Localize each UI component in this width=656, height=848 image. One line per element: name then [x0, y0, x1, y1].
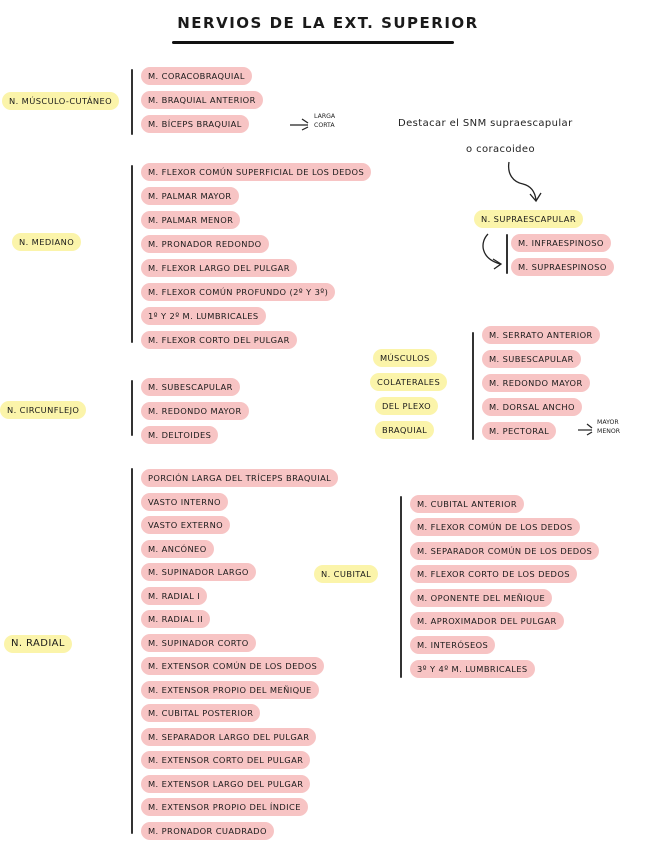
muscle-item: M. PRONADOR CUADRADO	[141, 822, 274, 840]
muscle-item: M. SUPRAESPINOSO	[511, 258, 614, 276]
note-line-1: Destacar el SNM supraescapular	[398, 118, 573, 129]
muscle-item: M. RADIAL II	[141, 610, 211, 628]
muscle-item: M. OPONENTE DEL MEÑIQUE	[410, 589, 553, 607]
note-arrow-icon	[507, 161, 542, 203]
muscle-item: M. INFRAESPINOSO	[511, 234, 611, 252]
biceps-head-short: CORTA	[314, 122, 335, 129]
muscle-item: M. SUBESCAPULAR	[141, 378, 240, 396]
nerve-cubital: N. CUBITAL	[314, 565, 379, 583]
muscle-item: M. ANCÓNEO	[141, 540, 214, 558]
muscle-item: M. BRAQUIAL ANTERIOR	[141, 91, 263, 109]
muscle-item: PORCIÓN LARGA DEL TRÍCEPS BRAQUIAL	[141, 469, 339, 487]
page-title: NERVIOS DE LA EXT. SUPERIOR	[177, 14, 479, 32]
muscle-item: M. EXTENSOR PROPIO DEL ÍNDICE	[141, 798, 308, 816]
muscle-item: 1º Y 2º M. LUMBRICALES	[141, 307, 266, 325]
split-arrow-icon	[290, 118, 309, 131]
muscle-item: M. PALMAR MENOR	[141, 211, 241, 229]
muscle-item: M. REDONDO MAYOR	[141, 402, 249, 420]
nerve-radial: N. RADIAL	[4, 635, 72, 653]
muscle-item: M. EXTENSOR CORTO DEL PULGAR	[141, 751, 311, 769]
nerve-musculocutaneo: N. MÚSCULO-CUTÁNEO	[2, 92, 120, 110]
muscle-item: M. FLEXOR COMÚN DE LOS DEDOS	[410, 518, 580, 536]
muscle-item: VASTO EXTERNO	[141, 516, 231, 534]
muscle-item: M. CUBITAL ANTERIOR	[410, 495, 525, 513]
muscle-item: M. APROXIMADOR DEL PULGAR	[410, 612, 564, 630]
nerve-supraescapular: N. SUPRAESCAPULAR	[474, 210, 584, 228]
colaterales-label-line: MÚSCULOS	[373, 349, 437, 367]
muscle-item: M. SEPARADOR LARGO DEL PULGAR	[141, 728, 317, 746]
muscle-item: M. SUPINADOR CORTO	[141, 634, 256, 652]
muscle-item: M. EXTENSOR COMÚN DE LOS DEDOS	[141, 657, 325, 675]
biceps-head-long: LARGA	[314, 113, 336, 120]
split-arrow-icon	[578, 423, 593, 436]
muscle-item: M. SUBESCAPULAR	[482, 350, 581, 368]
muscle-item: M. FLEXOR COMÚN PROFUNDO (2º Y 3º)	[141, 283, 336, 301]
bracket-circunflejo	[131, 380, 133, 436]
muscle-item: M. EXTENSOR LARGO DEL PULGAR	[141, 775, 311, 793]
nerve-circunflejo: N. CIRCUNFLEJO	[0, 401, 87, 419]
muscle-item: M. FLEXOR COMÚN SUPERFICIAL DE LOS DEDOS	[141, 163, 372, 181]
muscle-item: M. DELTOIDES	[141, 426, 219, 444]
muscle-item: M. CORACOBRAQUIAL	[141, 67, 252, 85]
nerve-mediano: N. MEDIANO	[12, 233, 82, 251]
muscle-item: M. INTERÓSEOS	[410, 636, 496, 654]
muscle-item: M. PALMAR MAYOR	[141, 187, 239, 205]
bracket-cubital	[400, 496, 402, 678]
bracket-mediano	[131, 165, 133, 343]
muscle-item: M. SERRATO ANTERIOR	[482, 326, 600, 344]
muscle-item: M. SEPARADOR COMÚN DE LOS DEDOS	[410, 542, 600, 560]
muscle-item: M. DORSAL ANCHO	[482, 398, 582, 416]
muscle-item: M. BÍCEPS BRAQUIAL	[141, 115, 249, 133]
muscle-item: M. FLEXOR CORTO DEL PULGAR	[141, 331, 297, 349]
muscle-item: M. FLEXOR LARGO DEL PULGAR	[141, 259, 297, 277]
colaterales-label-line: DEL PLEXO	[375, 397, 439, 415]
muscle-item: M. FLEXOR CORTO DE LOS DEDOS	[410, 565, 577, 583]
muscle-item: M. SUPINADOR LARGO	[141, 563, 256, 581]
colaterales-label-line: BRAQUIAL	[375, 421, 435, 439]
muscle-item: M. REDONDO MAYOR	[482, 374, 590, 392]
title-underline	[172, 41, 454, 44]
bracket-supraescapular	[506, 234, 508, 274]
note-line-2: o coracoideo	[466, 144, 535, 155]
muscle-item: M. CUBITAL POSTERIOR	[141, 704, 261, 722]
muscle-item: VASTO INTERNO	[141, 493, 228, 511]
muscle-item: M. PRONADOR REDONDO	[141, 235, 269, 253]
muscle-item: M. EXTENSOR PROPIO DEL MEÑIQUE	[141, 681, 319, 699]
curved-arrow-icon	[482, 233, 503, 270]
pectoral-minor: MENOR	[597, 428, 621, 435]
bracket-radial	[131, 468, 133, 834]
bracket-colaterales	[472, 332, 474, 440]
bracket-musculocutaneo	[131, 69, 133, 135]
muscle-item: M. RADIAL I	[141, 587, 208, 605]
pectoral-major: MAYOR	[597, 419, 619, 426]
muscle-item: M. PECTORAL	[482, 422, 557, 440]
muscle-item: 3º Y 4º M. LUMBRICALES	[410, 660, 535, 678]
colaterales-label-line: COLATERALES	[370, 373, 448, 391]
